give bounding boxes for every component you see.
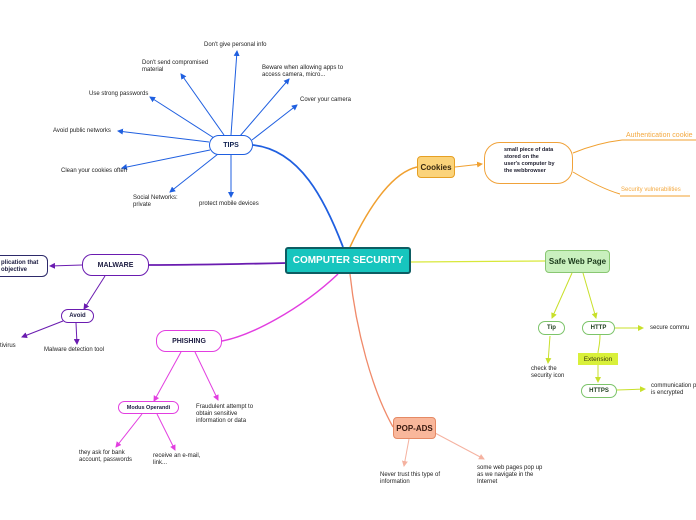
phishing-ask-bank: they ask for bank account, passwords — [79, 450, 133, 463]
http-node[interactable]: HTTP — [582, 321, 615, 335]
cookies-definition[interactable]: small piece of data stored on the user's… — [484, 142, 573, 184]
tip-social-networks: Social Networks: private — [133, 195, 178, 208]
phishing-node[interactable]: PHISHING — [156, 330, 222, 352]
malware-node[interactable]: MALWARE — [82, 254, 149, 276]
tip-strong-passwords: Use strong passwords — [89, 91, 149, 97]
pop-ads-node[interactable]: POP-ADS — [393, 417, 436, 439]
malware-application-node[interactable]: plication that objective — [0, 255, 48, 277]
pop-ads-web-pages: some web pages pop up as we navigate in … — [477, 465, 543, 485]
malware-avoid-node[interactable]: Avoid — [61, 309, 94, 323]
tip-compromised-material: Don't send compromised material — [142, 60, 209, 73]
tip-public-networks: Avoid public networks — [53, 128, 111, 134]
malware-detection-tool: Malware detection tool — [44, 347, 105, 353]
tip-mobile-devices: protect mobile devices — [199, 201, 259, 207]
central-topic[interactable]: COMPUTER SECURITY — [285, 247, 411, 274]
safe-web-page-node[interactable]: Safe Web Page — [545, 250, 610, 273]
authentication-cookie-label: Authentication cookie — [626, 132, 693, 139]
malware-antivirus: tivirus — [0, 343, 16, 349]
https-node[interactable]: HTTPS — [581, 384, 617, 398]
encrypted-communication: communication p is encrypted — [651, 383, 696, 396]
secure-communication: secure commu — [650, 325, 690, 331]
tip-beware-apps: Beware when allowing apps to access came… — [262, 65, 344, 78]
security-vulnerabilities-label: Security vulnerabilities — [621, 187, 681, 193]
modus-operandi-node[interactable]: Modus Operandi — [118, 401, 179, 414]
tip-node[interactable]: Tip — [538, 321, 565, 335]
tip-personal-info: Don't give personal info — [204, 42, 267, 48]
tip-cover-camera: Cover your camera — [300, 97, 352, 103]
tip-clean-cookies: Clean your cookies often — [61, 168, 128, 174]
phishing-definition: Fraudulent attempt to obtain sensitive i… — [196, 404, 254, 424]
extension-label: Extension — [578, 353, 618, 365]
cookies-node[interactable]: Cookies — [417, 156, 455, 178]
pop-ads-never-trust: Never trust this type of information — [380, 472, 441, 485]
phishing-receive-email: receive an e-mail, link... — [153, 453, 201, 466]
tips-node[interactable]: TIPS — [209, 135, 253, 155]
check-security-icon: check the security icon — [531, 366, 565, 379]
